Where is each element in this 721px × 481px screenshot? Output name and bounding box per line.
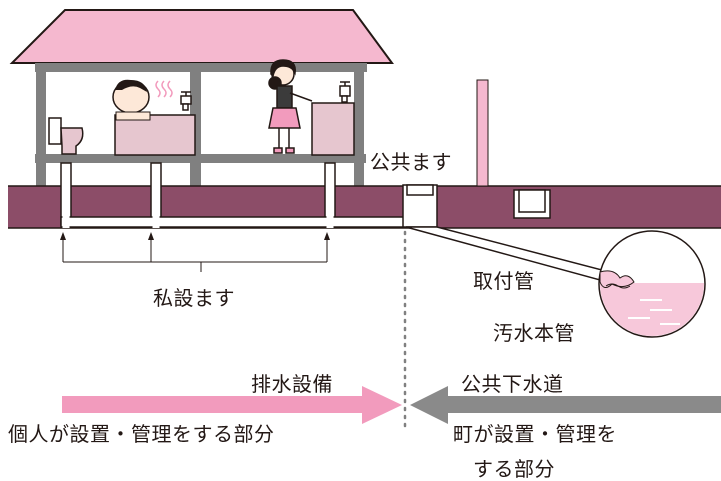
sink-faucet-icon xyxy=(339,81,351,103)
bathtub xyxy=(114,114,196,156)
house-roof xyxy=(9,9,394,64)
steam-icon xyxy=(155,80,173,98)
fence-post xyxy=(476,79,489,187)
public-sewer-label: 公共下水道 xyxy=(461,372,564,396)
connection-pipe-label: 取付管 xyxy=(473,269,535,293)
main-sewer-label: 汚水本管 xyxy=(493,321,575,345)
private-range-arrow xyxy=(62,386,402,424)
town-installs-label-line2: する部分 xyxy=(473,457,555,481)
sink-counter xyxy=(311,102,355,156)
house-floor xyxy=(35,154,366,163)
public-basin-label: 公共ます xyxy=(370,150,452,174)
drainage-equipment-label: 排水設備 xyxy=(251,372,333,396)
private-basin-pointer xyxy=(60,232,330,272)
public-range-arrow xyxy=(410,386,721,424)
house-pillar-left xyxy=(36,63,46,186)
main-sewer-pipe xyxy=(598,230,706,338)
toilet-icon xyxy=(48,117,84,155)
person-bathing-icon xyxy=(112,79,151,121)
girl-washing-icon xyxy=(268,59,313,154)
private-basin-label: 私設ます xyxy=(153,286,235,310)
town-installs-label-line1: 町が設置・管理を xyxy=(453,422,617,446)
individual-installs-label: 個人が設置・管理をする部分 xyxy=(8,422,275,446)
faucet-icon xyxy=(180,91,192,111)
house-pillar-right xyxy=(354,63,364,186)
